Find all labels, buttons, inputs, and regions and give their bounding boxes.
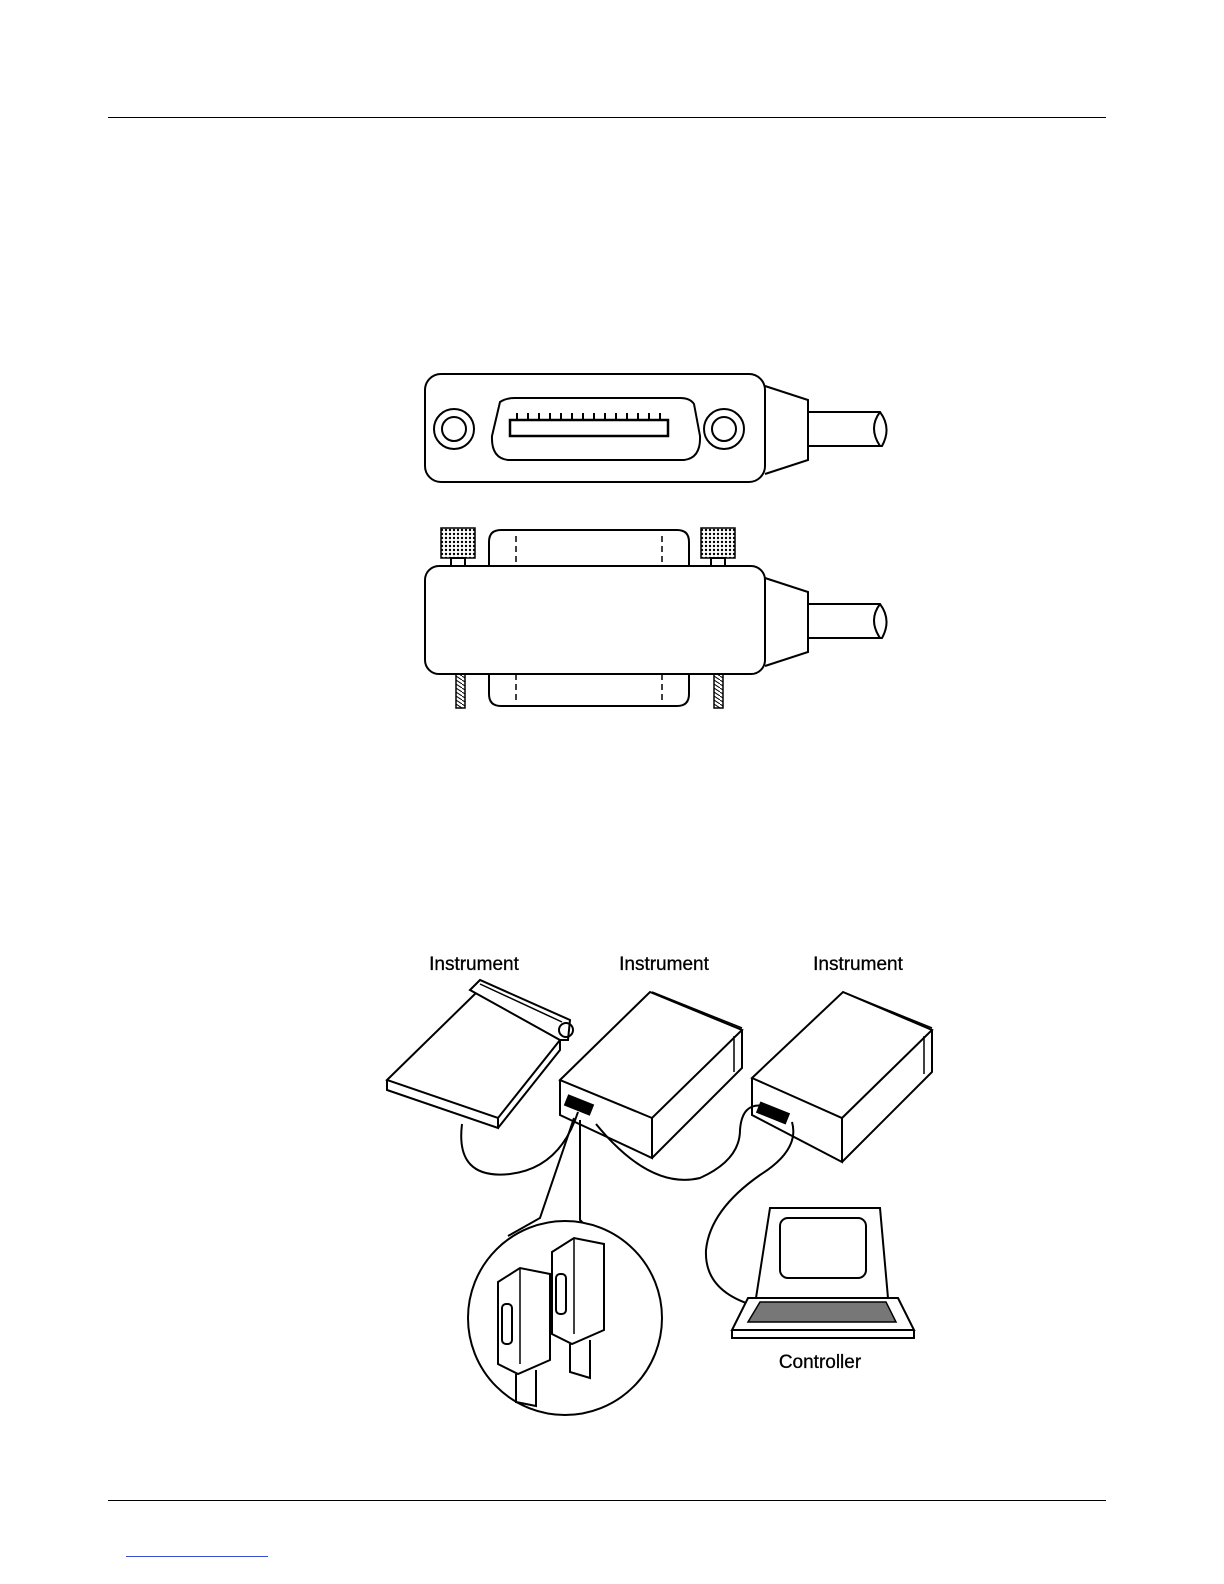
instrument-right: [752, 992, 932, 1162]
controller-terminal: [732, 1208, 914, 1338]
screw-thread-left: [456, 674, 465, 708]
leader-line-2: [580, 1120, 592, 1232]
leader-line-1: [508, 1118, 574, 1236]
thumb-screw-left: [441, 528, 475, 566]
keyboard: [748, 1302, 896, 1322]
connector-front-view: [425, 374, 887, 482]
footer-link-underline[interactable]: [126, 1556, 268, 1557]
port-middle: [565, 1095, 593, 1114]
label-instrument-right: Instrument: [813, 954, 903, 975]
instrument-middle: [560, 992, 742, 1158]
label-controller: Controller: [779, 1352, 862, 1373]
stacked-connector-detail: [468, 1221, 662, 1415]
thumb-screw-right: [701, 528, 735, 566]
footer-rule: [108, 1500, 1106, 1501]
strain-relief: [765, 386, 808, 474]
connector-side-view: [425, 528, 887, 708]
strain-relief-side: [765, 578, 808, 666]
label-instrument-left: Instrument: [429, 954, 519, 975]
screw-thread-right: [714, 674, 723, 708]
label-instrument-middle: Instrument: [619, 954, 709, 975]
instrument-left: [387, 980, 573, 1128]
